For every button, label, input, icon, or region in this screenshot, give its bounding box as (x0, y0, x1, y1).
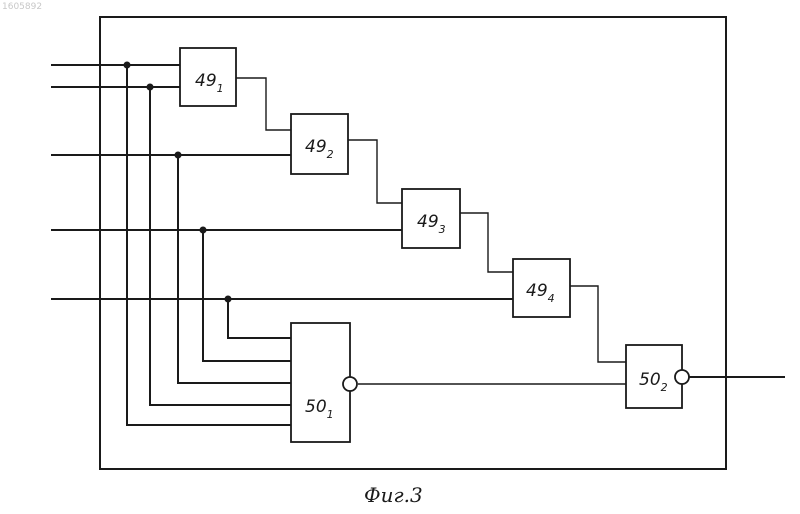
connector-49-2-to-49-3 (348, 140, 402, 203)
connector-49-1-to-49-2 (236, 78, 291, 130)
junction-dot-2 (147, 84, 154, 91)
junction-dot-3 (175, 152, 182, 159)
junction-dot-5 (225, 296, 232, 303)
junction-dot-1 (124, 62, 131, 69)
block-50-1-label: 50 (305, 397, 327, 417)
document-stamp: 1605892 (2, 2, 42, 12)
tap-line-4 (203, 230, 291, 361)
block-49-3-label: 49 (417, 212, 439, 232)
tap-line-2 (150, 87, 291, 405)
block-49-2: 492 (291, 114, 348, 174)
tap-line-3 (178, 155, 291, 383)
block-49-1: 491 (180, 48, 236, 106)
connector-49-3-to-49-4 (460, 213, 513, 272)
junction-dot-4 (200, 227, 207, 234)
block-49-4-index: 4 (548, 292, 555, 305)
figure-caption: Фиг.3 (364, 483, 423, 507)
inverter-bubble-50-2 (675, 370, 689, 384)
block-49-4: 494 (513, 259, 570, 317)
block-50-2-label: 50 (639, 370, 661, 390)
inverter-bubble-50-1 (343, 377, 357, 391)
block-49-3-index: 3 (439, 223, 446, 236)
tap-line-5 (228, 299, 291, 338)
block-50-1: 501 (291, 323, 357, 442)
block-50-1-index: 1 (327, 408, 334, 421)
connector-49-4-to-50-2 (570, 286, 626, 362)
block-49-4-label: 49 (526, 281, 548, 301)
block-49-1-label: 49 (195, 71, 217, 91)
block-49-2-label: 49 (305, 137, 327, 157)
block-50-2: 502 (626, 345, 689, 408)
block-50-2-index: 2 (661, 381, 668, 394)
input-lines (52, 65, 513, 299)
block-49-1-index: 1 (217, 82, 224, 95)
block-49-3: 493 (402, 189, 460, 248)
block-49-2-index: 2 (327, 148, 334, 161)
